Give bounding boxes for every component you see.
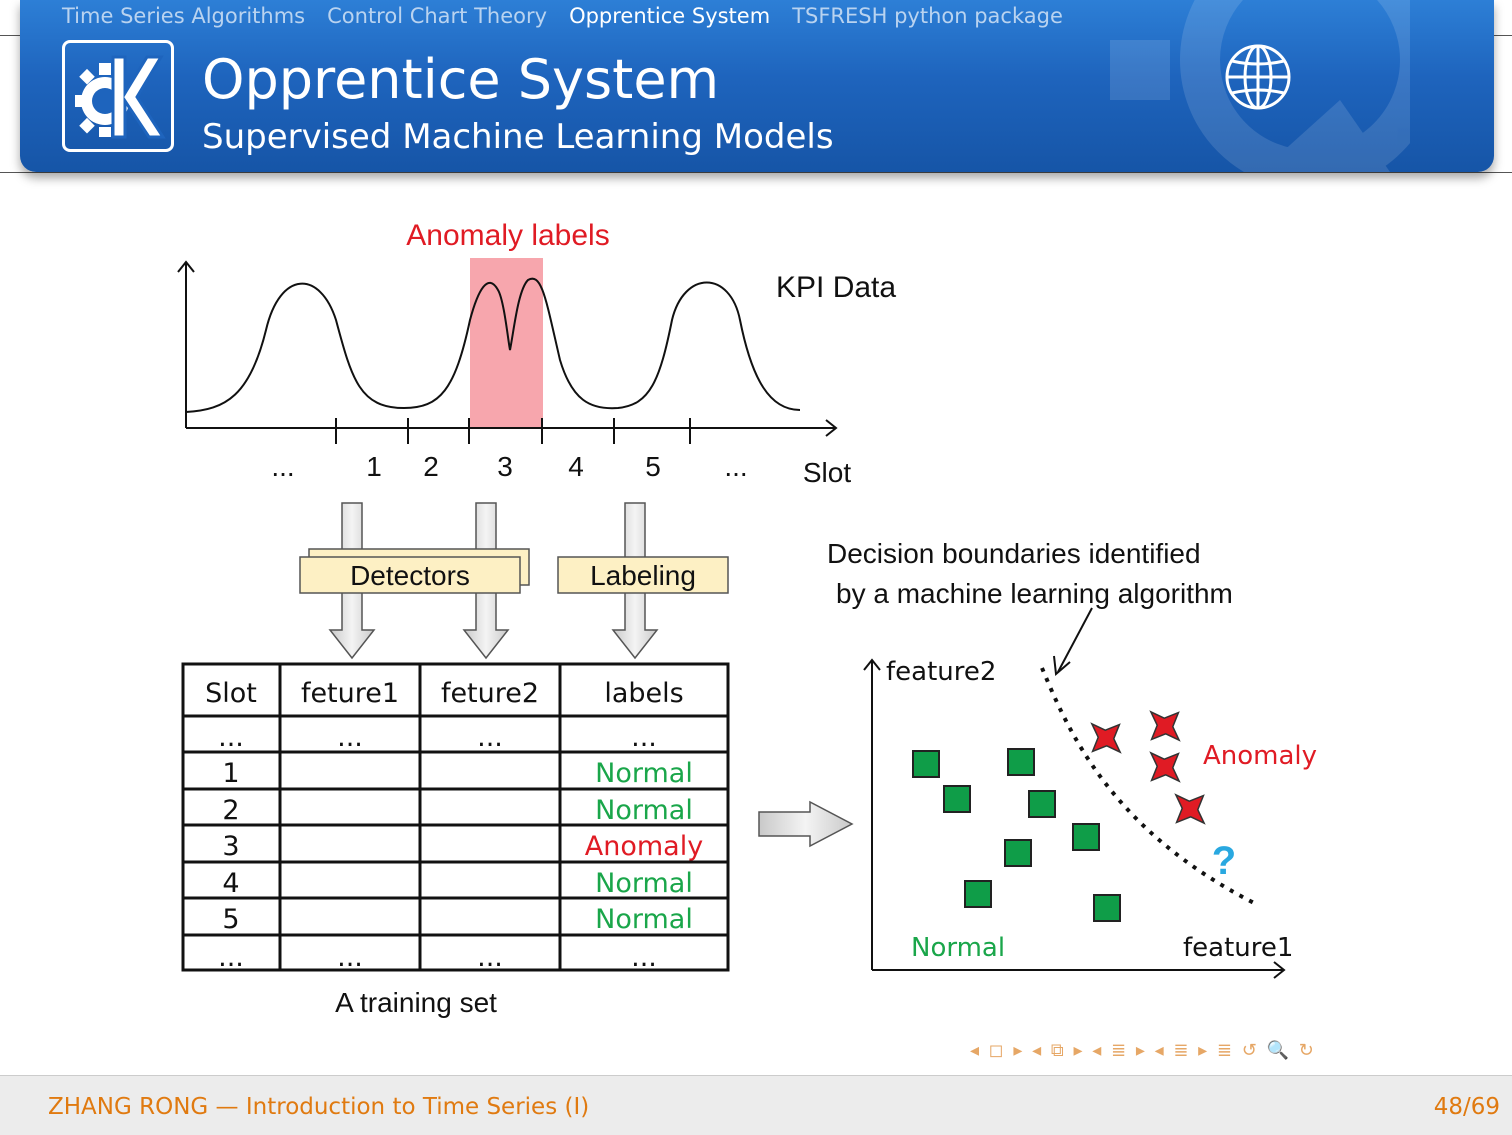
detectors-label: Detectors bbox=[350, 560, 470, 591]
anomaly-point bbox=[1174, 793, 1206, 825]
anomaly-point bbox=[1090, 722, 1122, 754]
anomaly-point bbox=[1149, 710, 1181, 742]
header-rule-bottom bbox=[0, 172, 1512, 173]
decision-text-line1: Decision boundaries identified bbox=[827, 538, 1201, 569]
table-cell: ... bbox=[631, 942, 657, 973]
right-arrow-icon bbox=[758, 800, 854, 848]
table-cell: ... bbox=[477, 942, 503, 973]
slot-tick-label: 1 bbox=[366, 451, 382, 482]
normal-points bbox=[912, 748, 1121, 922]
gear-watermark-icon bbox=[1110, 0, 1410, 172]
table-cell: ... bbox=[337, 722, 363, 753]
table-cell: 1 bbox=[222, 758, 239, 789]
globe-icon bbox=[1225, 44, 1291, 110]
slot-tick-label: ... bbox=[271, 451, 294, 482]
footer-author-talk: ZHANG RONG — Introduction to Time Series… bbox=[48, 1094, 590, 1120]
normal-point bbox=[1007, 748, 1035, 776]
normal-point bbox=[912, 750, 940, 778]
table-header-cell: feture1 bbox=[301, 678, 399, 709]
anomaly-points bbox=[1090, 710, 1206, 825]
training-table: Slot feture1 feture2 labels ... ... ... … bbox=[205, 678, 703, 973]
training-set-caption: A training set bbox=[335, 987, 497, 1018]
table-label-cell: Normal bbox=[595, 795, 693, 826]
normal-point bbox=[1004, 839, 1032, 867]
table-cell: ... bbox=[218, 942, 244, 973]
kpi-data-label: KPI Data bbox=[776, 271, 896, 304]
slot-tick-label: 4 bbox=[568, 451, 584, 482]
table-cell: 4 bbox=[222, 868, 239, 899]
page-number: 48/69 bbox=[1433, 1094, 1500, 1120]
section-nav: Time Series Algorithms Control Chart The… bbox=[62, 4, 1063, 28]
nav-control-chart-theory[interactable]: Control Chart Theory bbox=[327, 4, 548, 28]
table-cell: ... bbox=[218, 722, 244, 753]
anomaly-point bbox=[1149, 751, 1181, 783]
header-banner bbox=[20, 0, 1494, 172]
slot-tick-label: 3 bbox=[497, 451, 513, 482]
decision-pointer-icon bbox=[1053, 607, 1093, 676]
anomaly-cluster-label: Anomaly bbox=[1203, 741, 1317, 771]
table-label-cell: Anomaly bbox=[585, 831, 703, 862]
slot-tick-label: 5 bbox=[645, 451, 661, 482]
table-cell: ... bbox=[631, 722, 657, 753]
feature1-label: feature1 bbox=[1183, 933, 1293, 963]
table-label-cell: Normal bbox=[595, 904, 693, 935]
detectors-box bbox=[299, 556, 521, 594]
labeling-box bbox=[557, 556, 729, 594]
slot-axis-label: Slot bbox=[803, 457, 851, 488]
normal-cluster-label: Normal bbox=[911, 933, 1005, 963]
training-table-grid bbox=[181, 662, 730, 972]
table-cell: 3 bbox=[222, 831, 239, 862]
decision-text-line2: by a machine learning algorithm bbox=[836, 578, 1233, 609]
nav-tsfresh[interactable]: TSFRESH python package bbox=[792, 4, 1063, 28]
footer: ZHANG RONG — Introduction to Time Series… bbox=[0, 1075, 1512, 1135]
nav-time-series-algorithms[interactable]: Time Series Algorithms bbox=[62, 4, 306, 28]
feature-axes bbox=[863, 658, 1286, 979]
table-cell: 2 bbox=[222, 795, 239, 826]
unknown-point: ? bbox=[1212, 839, 1236, 883]
normal-point bbox=[943, 785, 971, 813]
beamer-nav-controls[interactable]: ◂ ◻ ▸ ◂ ⧉ ▸ ◂ ≣ ▸ ◂ ≣ ▸ ≣ ↺ 🔍 ↻ bbox=[970, 1040, 1316, 1061]
anomaly-highlight bbox=[470, 258, 543, 428]
table-cell: ... bbox=[477, 722, 503, 753]
table-header-cell: Slot bbox=[205, 678, 257, 709]
normal-point bbox=[1072, 823, 1100, 851]
labeling-label: Labeling bbox=[590, 560, 696, 591]
normal-point bbox=[1093, 894, 1121, 922]
table-cell: ... bbox=[337, 942, 363, 973]
table-cell: 5 bbox=[222, 904, 239, 935]
table-label-cell: Normal bbox=[595, 868, 693, 899]
slide-title: Opprentice System bbox=[202, 48, 720, 111]
normal-point bbox=[964, 880, 992, 908]
slot-tick-label: 2 bbox=[423, 451, 439, 482]
table-header-cell: labels bbox=[604, 678, 683, 709]
kpi-axes bbox=[177, 260, 838, 444]
table-label-cell: Normal bbox=[595, 758, 693, 789]
decision-boundary bbox=[1040, 667, 1257, 906]
kde-logo-icon bbox=[62, 40, 174, 152]
table-header-cell: feture2 bbox=[441, 678, 539, 709]
feature2-label: feature2 bbox=[886, 657, 996, 687]
normal-point bbox=[1028, 790, 1056, 818]
nav-opprentice-system[interactable]: Opprentice System bbox=[569, 4, 771, 28]
anomaly-labels-title: Anomaly labels bbox=[406, 219, 609, 252]
slot-tick-label: ... bbox=[724, 451, 747, 482]
kpi-curve bbox=[185, 277, 801, 413]
slide-subtitle: Supervised Machine Learning Models bbox=[202, 117, 834, 157]
